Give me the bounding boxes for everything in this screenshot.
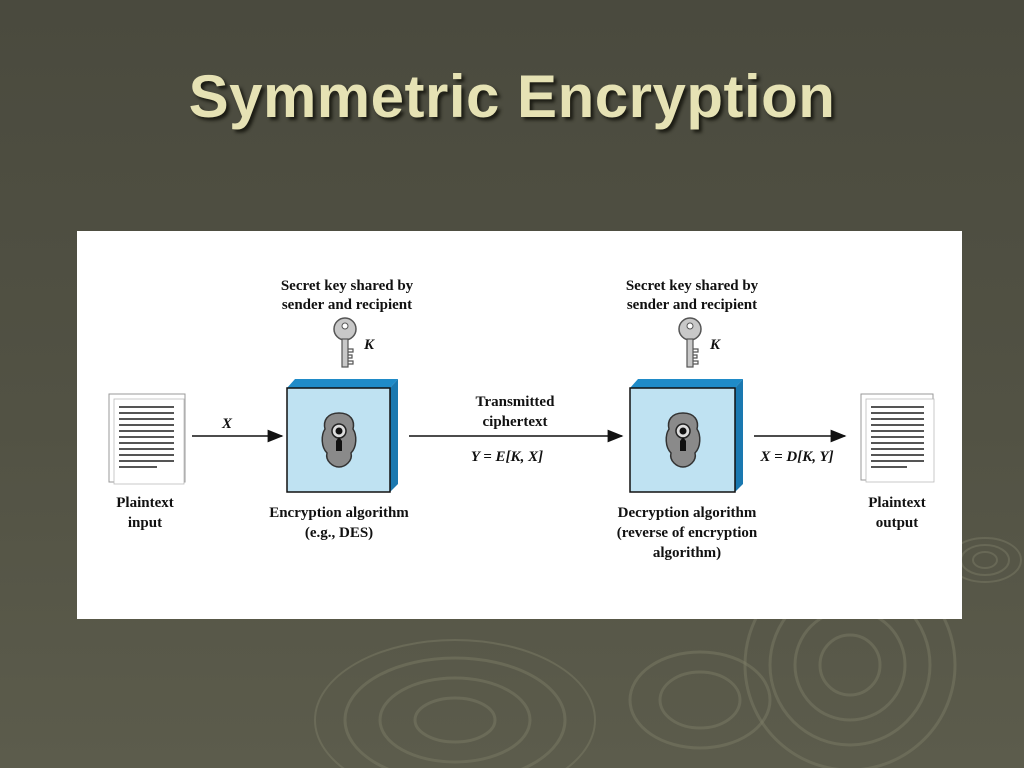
decryption-box [629,379,743,493]
encryption-key-caption-line2: sender and recipient [282,297,412,313]
slide-title: Symmetric Encryption [188,63,836,130]
plaintext-input-document-icon [108,393,186,485]
encryption-key-caption-line1: Secret key shared by [281,278,414,294]
decryption-key-label: K [709,337,721,353]
encryption-label-line1: Encryption algorithm [269,505,409,521]
plaintext-output-label-line2: output [876,515,919,531]
output-formula: X = D[K, Y] [759,449,833,465]
decryption-label-line2: (reverse of encryption [617,525,758,541]
decryption-label-line3: algorithm) [653,545,721,561]
transmission-label-line2: ciphertext [483,414,548,430]
decryption-label-line1: Decryption algorithm [618,505,757,521]
encryption-lock-icon [321,412,357,468]
decryption-key-icon [678,317,702,368]
plaintext-input-label-line2: input [128,515,162,531]
symmetric-encryption-diagram: Plaintext input X Secret key shared by s… [108,278,935,561]
encryption-key-label: K [363,337,375,353]
encryption-box [286,379,398,493]
encryption-key-icon [333,317,357,368]
decryption-lock-icon [665,412,701,468]
encryption-label-line2: (e.g., DES) [305,525,373,541]
diagram-panel: Plaintext input X Secret key shared by s… [77,231,962,619]
transmission-label-line1: Transmitted [476,394,556,410]
x-label: X [221,416,233,432]
plaintext-output-document-icon [860,393,935,483]
decryption-key-caption-line2: sender and recipient [627,297,757,313]
transmission-formula: Y = E[K, X] [471,449,543,465]
decryption-key-caption-line1: Secret key shared by [626,278,759,294]
plaintext-input-label-line1: Plaintext [116,495,174,511]
ripple-group-lower [628,650,772,750]
ripple-group-center [314,639,596,768]
plaintext-output-label-line1: Plaintext [868,495,926,511]
